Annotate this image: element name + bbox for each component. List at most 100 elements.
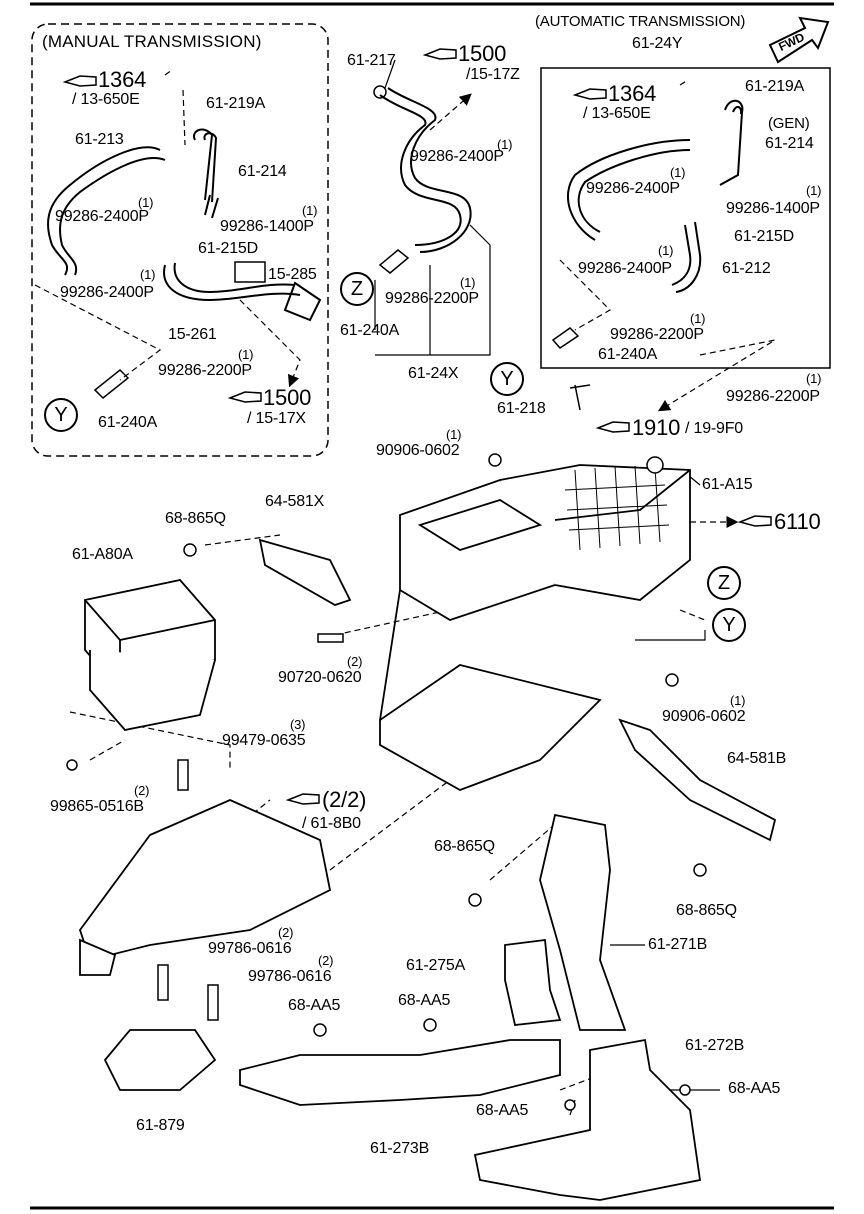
qty-auto-1b: (1) [806,183,822,198]
part-64-581x: 64-581X [265,493,325,510]
part-61-a15: 61-A15 [702,476,753,493]
part-99286-2200p-center: 99286-2200P [385,290,479,307]
ref-6110: 6110 [774,509,821,534]
part-61-271b: 61-271B [648,936,708,953]
hose-61-214-a [566,139,691,241]
part-68-aa5-3: 68-AA5 [728,1080,781,1097]
qty-center-1b: (1) [460,275,476,290]
ref-15-17x: / 15-17X [247,410,306,427]
part-99286-2400p-manual-2: 99286-2400P [60,284,154,301]
duct-61-275a [504,938,562,1026]
part-61-219a-auto: 61-219A [745,78,805,95]
qty-auto-1a: (1) [670,165,686,180]
automatic-transmission-box [540,67,831,369]
heading-manual-transmission: (MANUAL TRANSMISSION) [42,32,262,51]
duct-64-581x [258,538,352,606]
part-61-217: 61-217 [347,52,396,69]
duct-64-581b [618,718,777,842]
part-61-240a-manual: 61-240A [98,414,158,431]
qty-99865: (2) [134,783,150,798]
connector-15-285 [234,261,266,283]
part-61-213: 61-213 [75,131,124,148]
ref-1500-manual: 1500 [263,385,312,410]
ref-15-17z: /15-17Z [466,66,520,83]
ref-13-650e-auto: / 13-650E [583,105,651,122]
connector-61-240a-a [551,327,580,349]
part-61-879: 61-879 [136,1117,185,1134]
part-90906-0602-top: 90906-0602 [376,442,460,459]
part-61-a80a: 61-A80A [72,546,133,563]
part-90720-0620: 90720-0620 [278,669,362,686]
reference-hand-icons [62,48,772,805]
part-99286-2400p-center: 99286-2400P [410,148,504,165]
part-99286-2400p-auto-2: 99286-2400P [578,260,672,277]
part-68-865q-middle: 68-865Q [434,838,495,855]
marker-y-main: Y [712,608,746,642]
heading-gen: (GEN) [768,115,810,132]
part-61-218: 61-218 [497,400,546,417]
qty-99786-b: (2) [318,953,334,968]
part-99286-2200p-auto-2: 99286-2200P [726,388,820,405]
part-68-aa5-1: 68-AA5 [288,997,341,1014]
part-61-215d-manual: 61-215D [198,240,258,257]
hose-61-212 [671,221,702,293]
part-99286-2400p-auto-1: 99286-2400P [586,180,680,197]
blower-61-a80a [84,579,216,731]
part-68-865q-right: 68-865Q [676,902,737,919]
part-99865-0516b: 99865-0516B [50,798,144,815]
qty-auto-1d: (1) [690,311,706,326]
marker-z-main: Z [707,566,741,600]
qty-auto-1c: (1) [658,243,674,258]
bracket-61-879 [103,1029,217,1091]
part-68-aa5-2: 68-AA5 [398,992,451,1009]
part-68-aa5-4: 68-AA5 [476,1102,529,1119]
qty-90906-bottom: (1) [730,693,746,708]
hose-15-261 [163,262,322,322]
part-61-273b: 61-273B [370,1140,430,1157]
ref-1364-manual: 1364 [98,67,147,92]
hose-61-219a-m [193,128,218,203]
hose-61-214-m [204,194,219,219]
ref-1364-auto: 1364 [608,81,657,106]
clip-61-218 [569,384,591,411]
qty-manual-1a: (1) [138,195,154,210]
ref-13-650e-manual: / 13-650E [72,91,140,108]
qty-99786-a: (2) [278,925,294,940]
heading-automatic-transmission: (AUTOMATIC TRANSMISSION) [535,13,746,30]
part-99286-1400p-manual: 99286-1400P [220,218,314,235]
connector-61-240a-c [378,249,410,274]
part-61-214-manual: 61-214 [238,163,287,180]
part-99286-2200p-manual: 99286-2200P [158,362,252,379]
duct-61-273b [239,1039,561,1106]
part-99286-2200p-auto-1: 99286-2200P [610,326,704,343]
duct-61-272b [473,1038,702,1201]
part-90906-0602-bottom: 90906-0602 [662,708,746,725]
marker-z-center: Z [340,272,374,306]
part-15-285: 15-285 [268,266,317,283]
ref-2-2: (2/2) [322,787,367,812]
ref-1500-top: 1500 [458,41,507,66]
qty-99479: (3) [290,717,306,732]
fwd-arrow-icon [768,16,830,64]
qty-manual-1c: (1) [140,267,156,282]
connector-61-240a-m [93,368,130,400]
part-99479-0635: 99479-0635 [222,732,306,749]
part-61-24y: 61-24Y [632,35,683,52]
part-61-212: 61-212 [722,260,771,277]
part-64-581b: 64-581B [727,750,787,767]
part-61-24x: 61-24X [408,365,459,382]
part-99786-0616-2: 99786-0616 [248,968,332,985]
ref-19-9f0: / 19-9F0 [685,420,743,437]
part-61-272b: 61-272B [685,1037,745,1054]
qty-90720: (2) [347,654,363,669]
qty-manual-1d: (1) [238,347,254,362]
lower-case [78,799,332,976]
evaporator-grid [564,465,670,551]
marker-y-manual: Y [44,398,78,432]
fasteners [66,453,707,1111]
part-99286-1400p-auto: 99286-1400P [726,200,820,217]
qty-auto-1e: (1) [806,371,822,386]
part-61-240a-center: 61-240A [340,322,400,339]
hose-61-219a-a [719,99,744,186]
